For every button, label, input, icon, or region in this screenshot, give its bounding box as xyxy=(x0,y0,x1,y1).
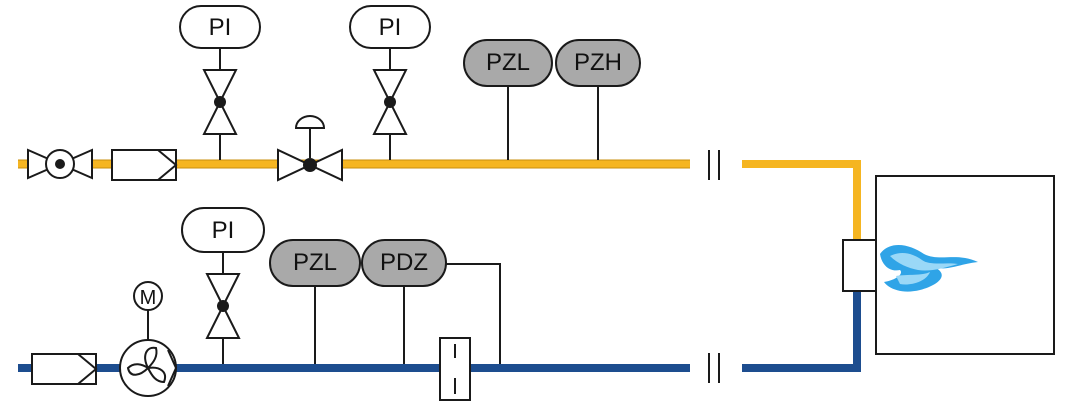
gas-filter-icon xyxy=(111,149,178,181)
fan-icon xyxy=(119,339,178,397)
motor-icon: M xyxy=(133,281,163,340)
gas-pi-gauge-2: PI xyxy=(349,5,431,160)
air-pzl-label: PZL xyxy=(293,249,337,276)
gas-control-valve-icon xyxy=(277,115,343,182)
air-pdz-switch: PDZ xyxy=(361,239,501,364)
gas-inlet-ball-valve-icon xyxy=(27,148,93,180)
gas-pi-1-label: PI xyxy=(209,14,232,41)
air-pdz-label: PDZ xyxy=(380,249,428,276)
gas-pzl-switch: PZL xyxy=(463,39,553,160)
gas-pi-2-label: PI xyxy=(379,14,402,41)
gas-pipe-to-burner xyxy=(742,160,861,242)
burner-connector xyxy=(842,239,877,292)
air-filter-icon xyxy=(31,353,98,385)
flame-icon xyxy=(880,244,978,292)
break-mark-gas xyxy=(708,150,720,180)
gas-pi-gauge-1: PI xyxy=(179,5,261,160)
air-pi-1-label: PI xyxy=(212,217,235,244)
air-pipe-to-burner xyxy=(742,290,861,372)
gas-pzh-switch: PZH xyxy=(555,39,641,160)
gas-pzl-label: PZL xyxy=(486,49,530,76)
orifice-plate-icon xyxy=(439,337,471,401)
gas-pzh-label: PZH xyxy=(574,49,622,76)
air-pzl-switch: PZL xyxy=(269,239,361,364)
break-mark-air xyxy=(708,353,720,383)
air-pi-gauge-1: PI xyxy=(181,207,265,364)
motor-label: M xyxy=(140,287,157,309)
